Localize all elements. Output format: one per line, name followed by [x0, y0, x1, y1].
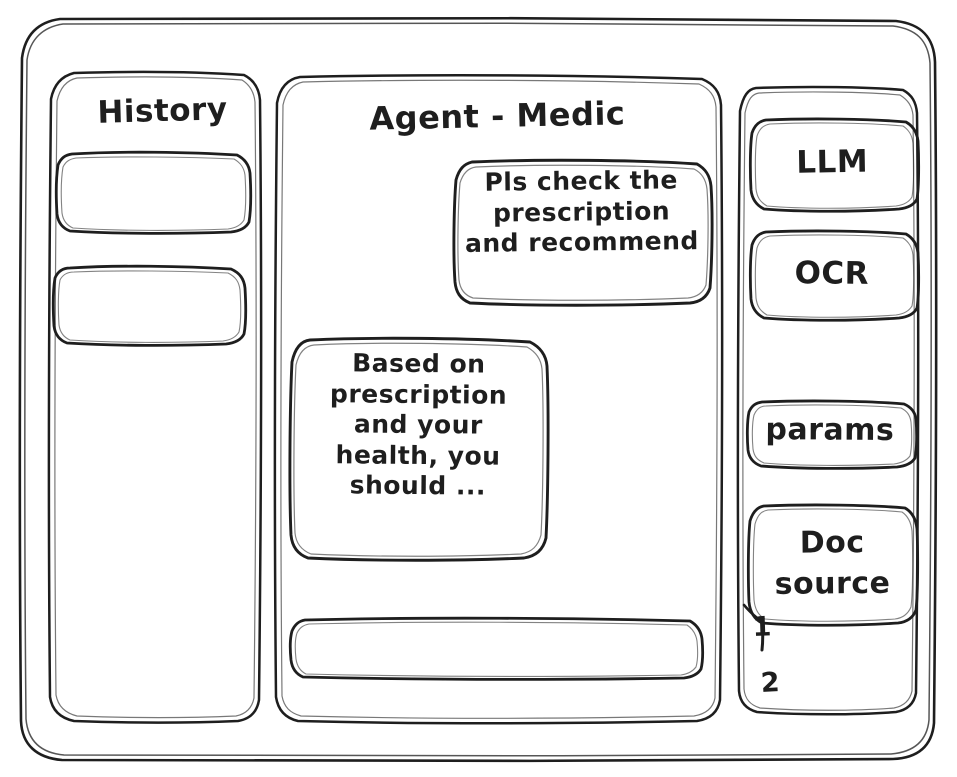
message-composer-input[interactable] — [292, 618, 702, 676]
doc-source-list-item-1[interactable]: 1 — [752, 611, 773, 643]
doc-source-list-item-2[interactable]: 2 — [760, 666, 781, 699]
assistant-message-text: Based on prescription and your health, y… — [329, 348, 508, 501]
user-message-text: Pls check the prescription and recommend — [464, 165, 699, 258]
history-title: History — [96, 91, 229, 131]
ocr-button-label: OCR — [794, 255, 870, 292]
params-button-label: params — [765, 412, 895, 448]
llm-button-label: LLM — [796, 143, 869, 181]
doc-source-button-label: Doc source — [774, 525, 891, 603]
agent-title: Agent - Medic — [369, 94, 626, 138]
history-item-1[interactable] — [58, 152, 250, 230]
history-item-2[interactable] — [58, 266, 244, 342]
